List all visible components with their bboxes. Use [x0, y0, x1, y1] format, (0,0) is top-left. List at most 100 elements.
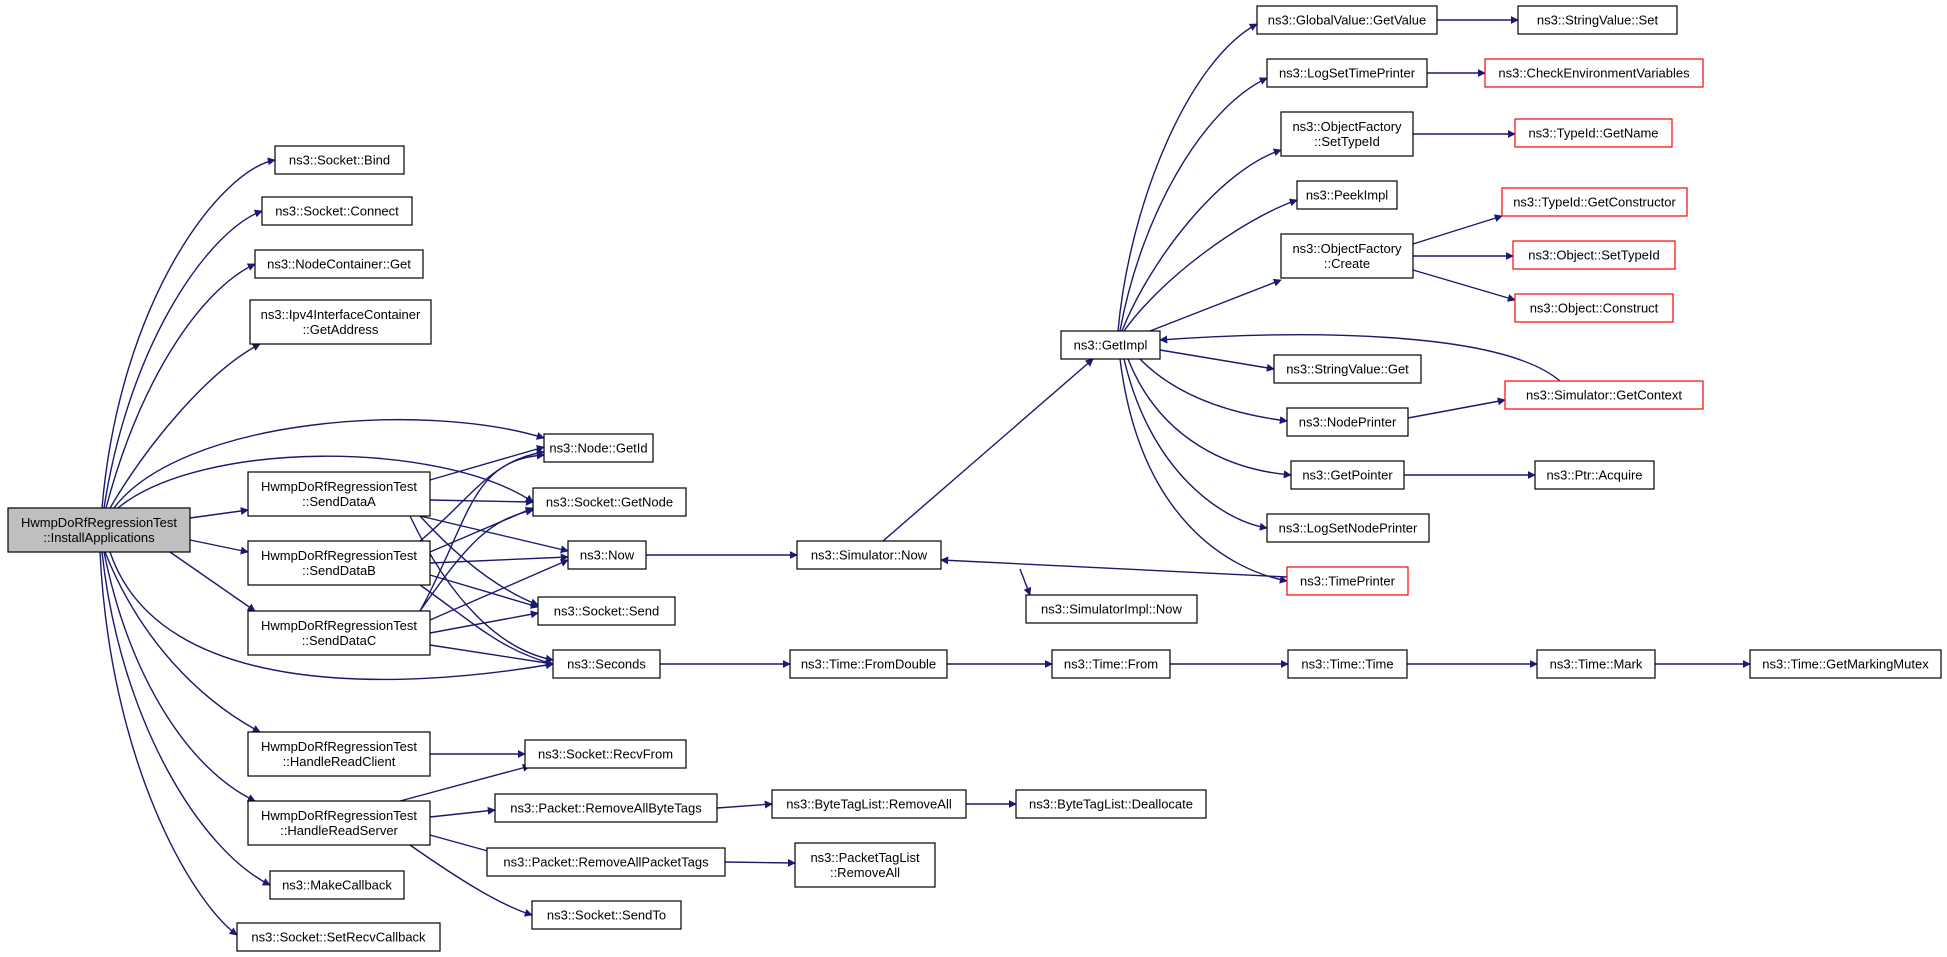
node-box [1280, 233, 1414, 279]
call-edge-getimpl-to-ofsettid [1121, 148, 1282, 332]
node-label: ns3::TimePrinter [1300, 574, 1396, 589]
graph-node-makecb[interactable]: ns3::MakeCallback [269, 870, 405, 900]
graph-node-nodeprinter[interactable]: ns3::NodePrinter [1286, 407, 1409, 437]
node-box [1517, 5, 1678, 35]
graph-node-getnode[interactable]: ns3::Socket::GetNode [532, 487, 687, 517]
node-box [249, 299, 432, 345]
graph-node-objconstruct[interactable]: ns3::Object::Construct [1514, 293, 1674, 323]
node-box [552, 649, 661, 679]
graph-node-timefrom[interactable]: ns3::Time::From [1051, 649, 1171, 679]
graph-node-ofsettid[interactable]: ns3::ObjectFactory::SetTypeId [1280, 111, 1414, 157]
graph-node-logsettp[interactable]: ns3::LogSetTimePrinter [1266, 58, 1428, 88]
node-box [1015, 789, 1207, 819]
node-label: HwmpDoRfRegressionTest [261, 548, 417, 563]
node-label: ns3::TypeId::GetConstructor [1513, 195, 1676, 210]
graph-node-btlrm[interactable]: ns3::ByteTagList::RemoveAll [771, 789, 967, 819]
call-edge-root-to-bind [101, 157, 276, 509]
graph-node-ptracq[interactable]: ns3::Ptr::Acquire [1534, 460, 1655, 490]
graph-node-ipv4[interactable]: ns3::Ipv4InterfaceContainer::GetAddress [249, 299, 432, 345]
call-edge-readServer-to-rmpacket [429, 834, 496, 855]
graph-node-objsettid[interactable]: ns3::Object::SetTypeId [1512, 240, 1676, 270]
graph-node-sendto[interactable]: ns3::Socket::SendTo [531, 900, 682, 930]
graph-node-recvfrom[interactable]: ns3::Socket::RecvFrom [524, 739, 687, 769]
graph-node-connect[interactable]: ns3::Socket::Connect [261, 196, 413, 226]
graph-node-svget[interactable]: ns3::StringValue::Get [1273, 354, 1422, 384]
node-label: ns3::LogSetTimePrinter [1279, 66, 1416, 81]
graph-node-readServer[interactable]: HwmpDoRfRegressionTest::HandleReadServer [247, 800, 431, 846]
call-edge-sendA-to-send [419, 515, 539, 607]
graph-node-ncget[interactable]: ns3::NodeContainer::Get [254, 249, 424, 279]
graph-node-timetime[interactable]: ns3::Time::Time [1287, 649, 1408, 679]
call-edge-simnow-to-getimpl [882, 358, 1094, 542]
graph-node-getid[interactable]: ns3::Node::GetId [543, 433, 654, 463]
graph-node-gvget[interactable]: ns3::GlobalValue::GetValue [1256, 5, 1438, 35]
node-label: ns3::Packet::RemoveAllByteTags [510, 801, 702, 816]
call-edges [99, 16, 1751, 936]
node-label: ns3::Node::GetId [549, 441, 647, 456]
graph-node-root[interactable]: HwmpDoRfRegressionTest::InstallApplicati… [7, 507, 191, 553]
graph-node-peekimpl[interactable]: ns3::PeekImpl [1296, 180, 1398, 210]
call-edge-getimpl-to-timeprinter [1119, 358, 1288, 584]
graph-node-now[interactable]: ns3::Now [567, 540, 647, 570]
call-edge-readServer-to-recvfrom [399, 764, 531, 802]
graph-node-bind[interactable]: ns3::Socket::Bind [274, 145, 405, 175]
graph-node-tidctor[interactable]: ns3::TypeId::GetConstructor [1501, 187, 1688, 217]
call-edge-sendA-to-getid [429, 445, 545, 481]
call-edge-sendB-to-now [429, 553, 569, 564]
graph-node-readClient[interactable]: HwmpDoRfRegressionTest::HandleReadClient [247, 731, 431, 777]
call-edge-simnow-to-simimplnow [1019, 568, 1032, 596]
node-label: ns3::GetImpl [1074, 338, 1148, 353]
graph-node-rmpacket[interactable]: ns3::Packet::RemoveAllPacketTags [486, 847, 726, 877]
graph-node-sendC[interactable]: HwmpDoRfRegressionTest::SendDataC [247, 610, 431, 656]
node-label: ns3::NodePrinter [1299, 415, 1397, 430]
node-label: HwmpDoRfRegressionTest [261, 479, 417, 494]
node-label: ns3::Time::From [1064, 657, 1158, 672]
graph-node-mutex[interactable]: ns3::Time::GetMarkingMutex [1749, 649, 1942, 679]
node-label: ns3::Socket::Bind [289, 153, 390, 168]
call-edge-sendA-to-now [419, 515, 569, 554]
call-edge-root-to-seconds [109, 551, 554, 681]
call-edge-root-to-sendC [169, 551, 256, 612]
node-box [1060, 330, 1161, 360]
node-label: ::Create [1324, 256, 1370, 271]
graph-node-seconds[interactable]: ns3::Seconds [552, 649, 661, 679]
graph-node-tidname[interactable]: ns3::TypeId::GetName [1514, 118, 1673, 148]
graph-node-simctx[interactable]: ns3::Simulator::GetContext [1504, 380, 1704, 410]
node-label: ::GetAddress [303, 322, 379, 337]
graph-node-svset[interactable]: ns3::StringValue::Set [1517, 5, 1678, 35]
call-edge-root-to-readClient [104, 551, 261, 733]
graph-node-fromdouble[interactable]: ns3::Time::FromDouble [789, 649, 948, 679]
call-edge-sendB-to-getid [419, 449, 545, 542]
graph-node-send[interactable]: ns3::Socket::Send [537, 596, 676, 626]
graph-node-sendB[interactable]: HwmpDoRfRegressionTest::SendDataB [247, 540, 431, 586]
graph-node-btldealloc[interactable]: ns3::ByteTagList::Deallocate [1015, 789, 1207, 819]
node-box [1256, 5, 1438, 35]
graph-node-rmbyte[interactable]: ns3::Packet::RemoveAllByteTags [494, 793, 718, 823]
call-edge-getimpl-to-gvget [1117, 23, 1258, 332]
graph-node-simnow[interactable]: ns3::Simulator::Now [796, 540, 942, 570]
graph-node-mark[interactable]: ns3::Time::Mark [1536, 649, 1656, 679]
node-label: HwmpDoRfRegressionTest [261, 808, 417, 823]
node-box [1536, 649, 1656, 679]
graph-node-ofcreate[interactable]: ns3::ObjectFactory::Create [1280, 233, 1414, 279]
call-edge-sendB-to-send [429, 574, 539, 609]
graph-node-getimpl[interactable]: ns3::GetImpl [1060, 330, 1161, 360]
call-edge-getimpl-to-getpointer [1127, 358, 1292, 479]
graph-node-ptlrm[interactable]: ns3::PacketTagList::RemoveAll [794, 842, 936, 888]
call-edge-sendA-to-getnode [429, 497, 534, 506]
call-edge-readServer-to-sendto [409, 844, 533, 917]
graph-node-checkenv[interactable]: ns3::CheckEnvironmentVariables [1484, 58, 1704, 88]
call-edge-getimpl-to-nodeprinter [1139, 358, 1288, 425]
node-box [7, 507, 191, 553]
graph-node-getpointer[interactable]: ns3::GetPointer [1290, 460, 1405, 490]
graph-node-setrecv[interactable]: ns3::Socket::SetRecvCallback [236, 922, 441, 952]
graph-node-logsetnp[interactable]: ns3::LogSetNodePrinter [1266, 513, 1430, 543]
node-label: ns3::Socket::GetNode [546, 495, 673, 510]
node-label: ns3::Socket::RecvFrom [538, 747, 673, 762]
call-edge-root-to-ipv4 [109, 343, 261, 509]
graph-node-sendA[interactable]: HwmpDoRfRegressionTest::SendDataA [247, 471, 431, 517]
node-label: ns3::ObjectFactory [1292, 241, 1402, 256]
graph-node-simimplnow[interactable]: ns3::SimulatorImpl::Now [1025, 594, 1198, 624]
graph-node-timeprinter[interactable]: ns3::TimePrinter [1286, 566, 1409, 596]
node-box [789, 649, 948, 679]
